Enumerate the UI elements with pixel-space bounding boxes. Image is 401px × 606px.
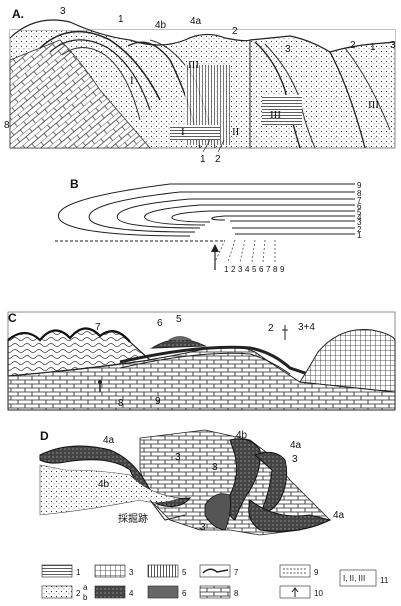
layer-number: 1	[357, 231, 362, 240]
legend-sub: b	[83, 593, 88, 602]
layer-number: 3	[238, 265, 243, 274]
layer-label: 3	[60, 6, 66, 17]
layer-label: 4b	[98, 479, 110, 490]
layer-number: 9	[280, 265, 285, 274]
layer-label: 3	[292, 454, 298, 465]
legend-swatch-9	[280, 565, 310, 577]
layer-number: 1	[224, 265, 229, 274]
legend-swatch-6	[148, 586, 178, 598]
zone-label: I	[130, 75, 134, 87]
dome-layer-6	[152, 339, 205, 348]
layer-label: 1	[118, 14, 124, 25]
layer-number: 7	[266, 265, 271, 274]
panel-d: D 4a 4b 4a 3 3 4b 3 3 4a 採掘跡	[40, 429, 345, 535]
layer-label: 3	[285, 44, 291, 55]
bottom-numbers: 1 2 3 4 5 6 7 8 9	[224, 265, 285, 274]
zone-label: II	[232, 126, 240, 138]
legend-num: 10	[314, 589, 323, 598]
layer-label: 4b	[236, 430, 248, 441]
legend-num: 7	[234, 568, 239, 577]
layer-number: 5	[252, 265, 257, 274]
zone-label: I	[181, 126, 185, 138]
layer-label: 3	[200, 522, 206, 533]
legend-num: 3	[129, 568, 134, 577]
layer-label: 4a	[103, 435, 115, 446]
legend-num: 1	[76, 568, 81, 577]
panel-letter: D	[40, 429, 49, 443]
layer-label: 4a	[333, 510, 345, 521]
layer-label: 2	[215, 154, 221, 165]
panel-a: A. 3 1 4b 4a 2 2 1 3 3 8 III III III I I…	[4, 6, 396, 165]
layer-label: 2	[232, 26, 238, 37]
legend-num: 11	[380, 576, 389, 585]
layer-label: 4a	[290, 440, 302, 451]
section-marker	[282, 325, 288, 340]
layer-label: 3+4	[298, 322, 315, 333]
layer-label: 7	[95, 322, 101, 333]
panel-b: B 9 8 7 6 5 4 3 2 1	[55, 177, 362, 274]
layer-label: 8	[4, 120, 10, 131]
dome-layer-5	[168, 336, 192, 340]
layer-label: 3	[212, 462, 218, 473]
legend-roman: I, II, III	[343, 574, 365, 583]
layer-label: 1	[370, 42, 376, 53]
layer-label: 4b	[155, 20, 167, 31]
legend-num: 4	[129, 589, 134, 598]
layer-number: 2	[231, 265, 236, 274]
legend-num: 2	[76, 589, 81, 598]
legend-sub: a	[83, 583, 88, 592]
fold-limbs	[58, 184, 355, 236]
legend-swatch-3	[95, 565, 125, 577]
layer-label: 5	[176, 314, 182, 325]
layer-label: 6	[157, 318, 163, 329]
block-3-4	[300, 329, 395, 392]
layer-label: 9	[155, 396, 161, 407]
legend-num: 9	[314, 568, 319, 577]
zone-label: III	[188, 59, 199, 71]
layer-label: 3	[390, 40, 396, 51]
arrow-head	[211, 244, 219, 252]
legend-swatch-5	[148, 565, 178, 577]
layer-label: 2	[350, 40, 356, 51]
ore-zone	[170, 125, 220, 140]
right-numbers: 9 8 7 6 5 4 3 2 1	[357, 181, 362, 240]
legend-num: 5	[182, 568, 187, 577]
layer-label: 4a	[190, 16, 202, 27]
legend-num: 8	[234, 589, 239, 598]
panel-c: C 7 6 5 2 3+4 8 9	[8, 311, 395, 410]
layer-label: 8	[118, 398, 124, 409]
legend-num: 6	[182, 589, 187, 598]
legend: 1 3 5 7 9 2 a b 4 6 8 10 I, II, III 11	[42, 565, 389, 602]
layer-label: 1	[200, 154, 206, 165]
layer-label: 2	[268, 323, 274, 334]
layer-number: 6	[259, 265, 264, 274]
legend-swatch-1	[42, 565, 72, 577]
panel-letter: C	[8, 311, 17, 325]
mining-trace-label: 採掘跡	[118, 512, 148, 525]
ore-zone	[262, 95, 302, 125]
panel-letter: B	[70, 177, 79, 191]
marker-dot	[98, 380, 102, 384]
layer-number: 8	[273, 265, 278, 274]
legend-swatch-4	[95, 586, 125, 598]
layer-label: 3	[175, 452, 181, 463]
panel-letter: A.	[12, 7, 24, 21]
layer-number: 4	[245, 265, 250, 274]
legend-swatch-8	[200, 586, 230, 598]
legend-swatch-2	[42, 586, 72, 598]
zone-label: III	[368, 99, 379, 111]
dip-lines	[215, 240, 275, 262]
zone-label: III	[270, 109, 281, 121]
